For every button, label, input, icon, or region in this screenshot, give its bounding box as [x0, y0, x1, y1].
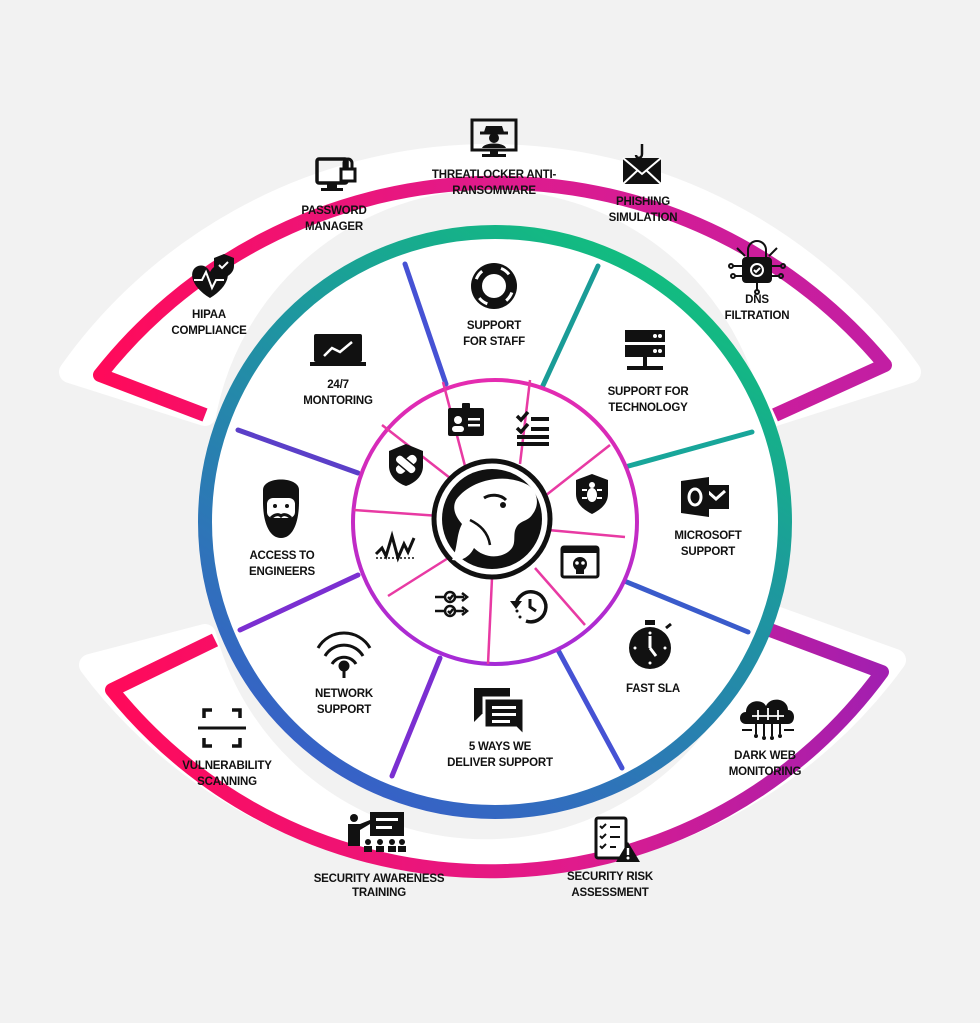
label-line: PHISHING	[616, 196, 670, 208]
padlock-network-icon	[728, 240, 786, 295]
label-line: ACCESS TO	[249, 550, 314, 562]
label-line: SUPPORT	[467, 320, 521, 332]
middle-ring-dividers	[235, 261, 755, 779]
label-security-risk: SECURITY RISK ASSESSMENT	[567, 871, 654, 899]
label-network-support: NETWORK SUPPORT	[315, 688, 374, 716]
label-line: SUPPORT	[681, 546, 735, 558]
label-access-to-engineers: ACCESS TO ENGINEERS	[249, 550, 316, 578]
lifebuoy-icon	[471, 263, 517, 309]
settings-check-icon	[435, 590, 470, 618]
label-phishing-simulation: PHISHING SIMULATION	[609, 196, 678, 224]
label-microsoft-support: MICROSOFT SUPPORT	[674, 530, 742, 558]
presentation-audience-icon	[348, 812, 406, 852]
signal-wave-icon	[374, 530, 416, 563]
label-dns-filtration: DNS FILTRATION	[725, 294, 790, 322]
server-icon	[625, 330, 665, 370]
label-line: DNS	[745, 294, 769, 306]
label-line: FOR STAFF	[463, 336, 525, 348]
wifi-icon	[316, 631, 372, 678]
label-line: DARK WEB	[734, 750, 796, 762]
label-line: FAST SLA	[626, 683, 680, 695]
label-line: SIMULATION	[609, 212, 678, 224]
engineer-face-icon	[263, 479, 299, 538]
label-line: HIPAA	[192, 309, 226, 321]
laptop-chart-icon	[310, 334, 366, 366]
label-line: MONTORING	[303, 395, 373, 407]
label-line: FILTRATION	[725, 310, 790, 322]
label-support-for-technology: SUPPORT FOR TECHNOLOGY	[608, 386, 690, 414]
label-line: TRAINING	[352, 887, 406, 899]
label-fast-sla: FAST SLA	[626, 683, 680, 695]
label-line: SUPPORT FOR	[608, 386, 690, 398]
outlook-icon	[681, 477, 729, 517]
label-24-7-monitoring: 24/7 MONTORING	[303, 379, 373, 407]
label-vulnerability-scanning: VULNERABILITY SCANNING	[182, 760, 272, 788]
label-line: SECURITY RISK	[567, 871, 654, 883]
label-threatlocker: THREATLOCKER ANTI- RANSOMWARE	[432, 169, 557, 197]
checklist-warning-icon	[594, 816, 640, 862]
cougar-logo-icon	[442, 469, 542, 569]
label-line: RANSOMWARE	[452, 185, 536, 197]
label-line: SECURITY AWARENESS	[314, 873, 445, 885]
label-line: MICROSOFT	[674, 530, 741, 542]
scan-frame-icon	[198, 708, 246, 748]
label-line: DELIVER SUPPORT	[447, 757, 553, 769]
label-line: PASSWORD	[301, 205, 366, 217]
phishing-envelope-icon	[622, 144, 662, 185]
label-line: ENGINEERS	[249, 566, 315, 578]
checklist-icon	[515, 410, 549, 446]
chat-bubbles-icon	[474, 688, 526, 740]
label-line: ASSESSMENT	[571, 887, 648, 899]
label-5-ways: 5 WAYS WE DELIVER SUPPORT	[447, 741, 553, 769]
computer-lock-icon	[315, 157, 357, 191]
label-line: MANAGER	[305, 221, 364, 233]
label-line: SCANNING	[197, 776, 257, 788]
label-line: MONITORING	[729, 766, 802, 778]
label-password-manager: PASSWORD MANAGER	[301, 205, 366, 233]
label-line: 5 WAYS WE	[469, 741, 532, 753]
label-hipaa-compliance: HIPAA COMPLIANCE	[171, 309, 247, 337]
label-line: NETWORK	[315, 688, 374, 700]
label-line: VULNERABILITY	[182, 760, 272, 772]
label-line: THREATLOCKER ANTI-	[432, 169, 557, 181]
shield-bandage-icon	[389, 444, 423, 486]
browser-skull-icon	[560, 545, 600, 579]
stopwatch-icon	[629, 620, 672, 669]
label-line: TECHNOLOGY	[608, 402, 688, 414]
id-card-icon	[448, 403, 484, 436]
cloud-network-icon	[740, 699, 794, 740]
label-security-awareness: SECURITY AWARENESS TRAINING	[314, 873, 445, 899]
label-support-for-staff: SUPPORT FOR STAFF	[463, 320, 525, 348]
label-dark-web-monitoring: DARK WEB MONITORING	[729, 750, 802, 778]
heart-shield-icon	[192, 254, 234, 298]
hacker-screen-icon	[470, 118, 518, 157]
label-line: COMPLIANCE	[171, 325, 247, 337]
label-line: 24/7	[327, 379, 349, 391]
shield-bug-icon	[576, 474, 608, 514]
label-line: SUPPORT	[317, 704, 371, 716]
history-clock-icon	[510, 590, 548, 624]
